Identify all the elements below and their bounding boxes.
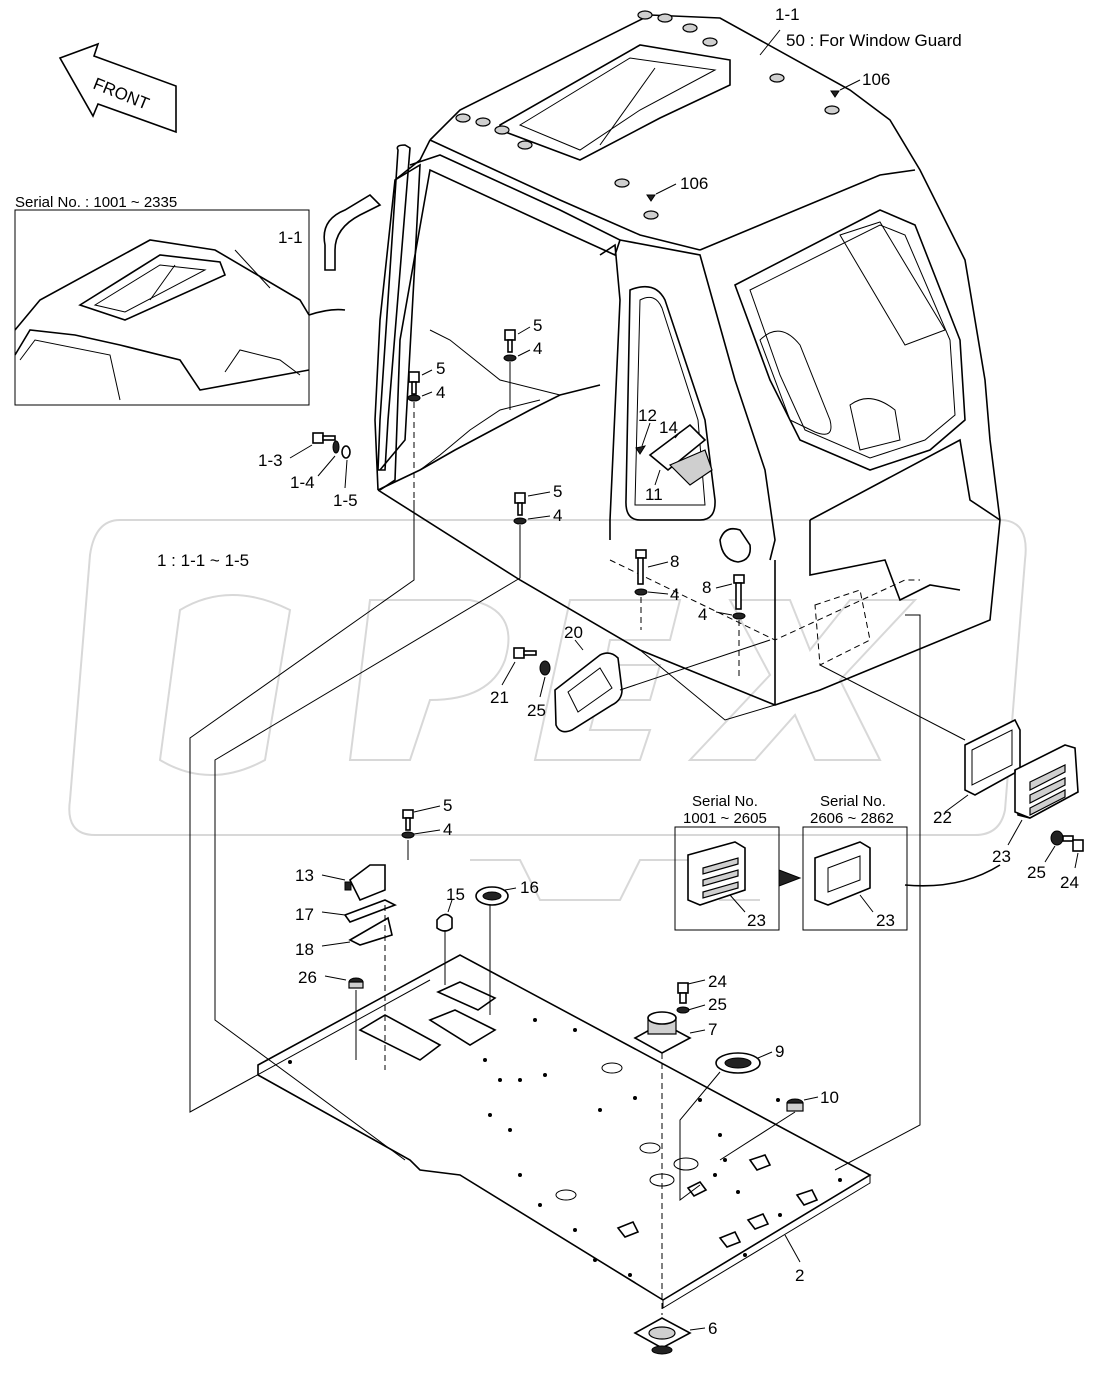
svg-text:17: 17	[295, 905, 314, 924]
vent-assembly-right: 22 23 25 24	[904, 718, 1084, 892]
grommet-16: 16	[475, 878, 539, 906]
callout-106-b: 106	[646, 174, 708, 202]
door-catch-assembly: 12 14 11	[635, 406, 713, 504]
svg-text:8: 8	[670, 552, 679, 571]
svg-text:7: 7	[708, 1020, 717, 1039]
svg-text:22: 22	[933, 808, 952, 827]
svg-text:23: 23	[747, 911, 766, 930]
mount-26: 26	[298, 968, 364, 989]
svg-text:8: 8	[702, 578, 711, 597]
svg-text:24: 24	[708, 972, 727, 991]
cover-plate-20: 20	[554, 623, 623, 733]
svg-text:15: 15	[446, 885, 465, 904]
front-arrow-icon: FRONT	[58, 42, 177, 134]
callout-main-cabin: 1-1 50 : For Window Guard	[759, 5, 962, 56]
svg-text:13: 13	[295, 866, 314, 885]
svg-text:Serial No.: Serial No.	[692, 793, 758, 810]
svg-text:1 : 1-1 ~ 1-5: 1 : 1-1 ~ 1-5	[157, 551, 249, 570]
svg-text:5: 5	[436, 359, 445, 378]
alignment-lines	[189, 500, 966, 1171]
cabin-body	[323, 10, 1001, 706]
callout-106-a: 106	[830, 70, 890, 98]
svg-text:5: 5	[443, 796, 452, 815]
bolt-group-5-4-b: 5 4	[407, 359, 445, 500]
opex-watermark	[68, 519, 1027, 901]
svg-text:25: 25	[1027, 863, 1046, 882]
bolt-group-5-4-d: 5 4	[401, 796, 452, 860]
svg-text:Serial No. : 1001 ~ 2335: Serial No. : 1001 ~ 2335	[15, 194, 177, 211]
svg-text:106: 106	[680, 174, 708, 193]
svg-text:1-3: 1-3	[258, 451, 283, 470]
svg-text:11: 11	[645, 485, 663, 504]
svg-text:1-1: 1-1	[278, 228, 303, 247]
svg-text:14: 14	[659, 418, 678, 437]
stopper-10: 10	[719, 1088, 839, 1161]
svg-text:5: 5	[553, 482, 562, 501]
serial-box-1001-2605: Serial No. 1001 ~ 2605 23	[674, 793, 802, 931]
callout-1-3-1-4-1-5: 1-3 1-4 1-5	[258, 432, 358, 510]
svg-text:1001 ~ 2605: 1001 ~ 2605	[683, 810, 767, 827]
floor-leader-lines	[355, 905, 491, 1070]
grommet-15: 15	[436, 885, 465, 932]
svg-text:16: 16	[520, 878, 539, 897]
svg-text:23: 23	[992, 847, 1011, 866]
svg-text:2606 ~ 2862: 2606 ~ 2862	[810, 810, 894, 827]
inset-serial-1001-2335: Serial No. : 1001 ~ 2335 1-1	[14, 194, 346, 406]
front-label: FRONT	[91, 74, 152, 114]
group-note: 1 : 1-1 ~ 1-5	[157, 551, 249, 570]
svg-text:Serial No.: Serial No.	[820, 793, 886, 810]
svg-text:25: 25	[527, 701, 546, 720]
svg-text:26: 26	[298, 968, 317, 987]
svg-text:50 : For Window Guard: 50 : For Window Guard	[786, 31, 962, 50]
svg-text:23: 23	[876, 911, 895, 930]
bolt-21-washer-25: 21 25	[490, 639, 771, 720]
svg-text:106: 106	[862, 70, 890, 89]
roof-bosses	[455, 10, 840, 220]
svg-text:4: 4	[443, 820, 452, 839]
svg-text:12: 12	[638, 406, 657, 425]
mount-7: 24 25 7	[633, 972, 727, 1315]
svg-text:4: 4	[436, 383, 445, 402]
svg-text:9: 9	[775, 1042, 784, 1061]
svg-text:1-1: 1-1	[775, 5, 800, 24]
floor-plate-2: 2	[257, 954, 872, 1309]
svg-text:6: 6	[708, 1319, 717, 1338]
svg-text:25: 25	[708, 995, 727, 1014]
svg-text:18: 18	[295, 940, 314, 959]
svg-text:1-5: 1-5	[333, 491, 358, 510]
svg-text:1-4: 1-4	[290, 473, 315, 492]
svg-text:20: 20	[564, 623, 583, 642]
bolt-group-8-4-b: 8 4	[698, 574, 746, 680]
svg-text:2: 2	[795, 1266, 804, 1285]
svg-text:24: 24	[1060, 873, 1079, 892]
svg-text:5: 5	[533, 316, 542, 335]
bolt-group-5-4-a: 5 4	[503, 316, 542, 410]
svg-text:4: 4	[533, 339, 542, 358]
floor-holes	[288, 1018, 842, 1277]
serial-box-2606-2862: Serial No. 2606 ~ 2862 23	[802, 793, 908, 931]
grommet-9: 9	[679, 1042, 784, 1201]
mount-6: 6	[633, 1317, 717, 1355]
bolt-group-5-4-c: 5 4	[513, 482, 562, 560]
svg-text:4: 4	[698, 605, 707, 624]
bracket-13-17-18: 13 17 18	[295, 864, 397, 959]
svg-text:21: 21	[490, 688, 509, 707]
bolt-group-8-4-a: 8 4	[634, 549, 679, 630]
svg-text:4: 4	[553, 506, 562, 525]
svg-text:4: 4	[670, 585, 679, 604]
svg-text:10: 10	[820, 1088, 839, 1107]
